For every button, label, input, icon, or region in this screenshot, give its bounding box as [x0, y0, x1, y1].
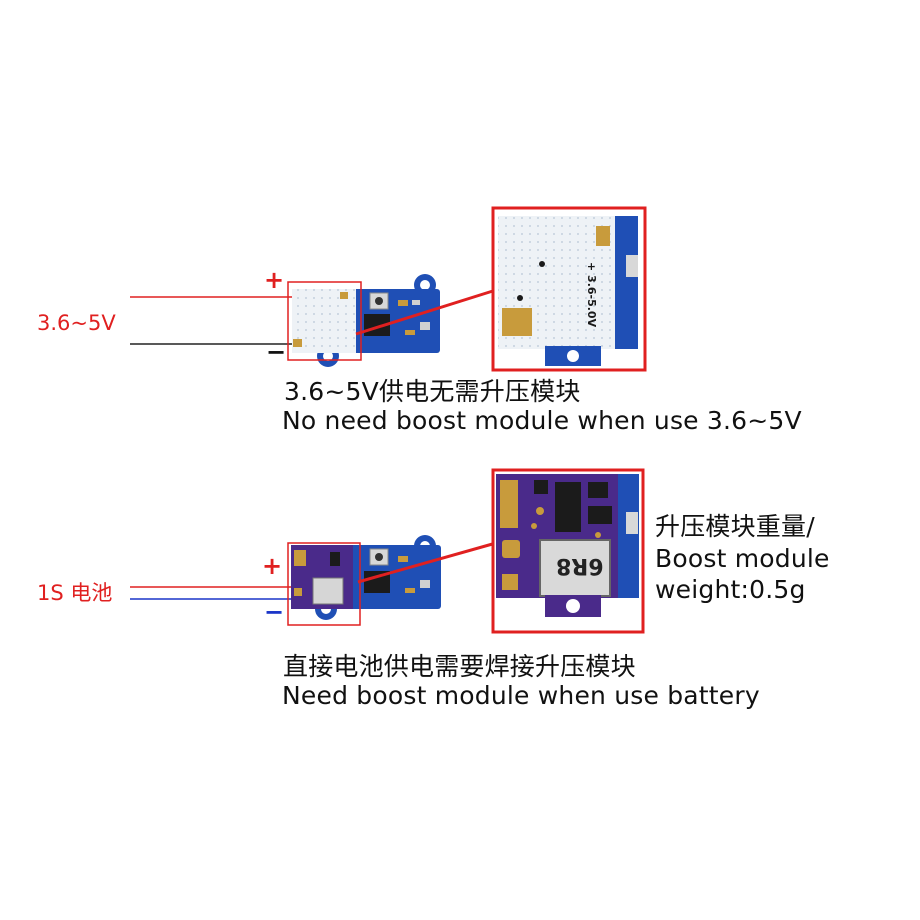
section1-pcb-board	[292, 274, 440, 367]
section2-caption-cn: 直接电池供电需要焊接升压模块	[283, 652, 636, 681]
section2-wires	[130, 586, 297, 600]
section2-zoom-line	[357, 541, 497, 584]
section1-highlight-box	[287, 281, 362, 361]
section2-highlight-box	[287, 542, 361, 626]
section1-board-silkscreen: + 3.6-5.0V	[585, 262, 598, 328]
section2-pcb-board	[291, 535, 441, 620]
section2-zoom-view	[493, 470, 643, 632]
section2-plus-symbol: +	[262, 552, 283, 580]
section1-minus-symbol: −	[266, 338, 287, 366]
section2-caption-en: Need boost module when use battery	[282, 681, 760, 710]
section2-voltage-label: 1S 电池	[37, 581, 113, 605]
section1-caption-en: No need boost module when use 3.6~5V	[282, 406, 802, 435]
section2-side-note-line2: Boost module	[655, 544, 830, 573]
section1-caption-cn: 3.6~5V供电无需升压模块	[284, 377, 581, 406]
section2-side-note-line1: 升压模块重量/	[655, 512, 815, 541]
section1-voltage-label: 3.6~5V	[37, 311, 116, 335]
section2-side-note-line3: weight:0.5g	[655, 575, 806, 604]
section1-zoom-view	[493, 208, 645, 370]
section2-inductor-marking: 6R8	[556, 553, 604, 578]
section1-plus-symbol: +	[264, 266, 285, 294]
section1-zoom-line	[355, 288, 497, 336]
section2-minus-symbol: −	[264, 598, 285, 626]
section1-zoom-frame	[491, 206, 647, 372]
section2-zoom-frame	[491, 468, 645, 634]
